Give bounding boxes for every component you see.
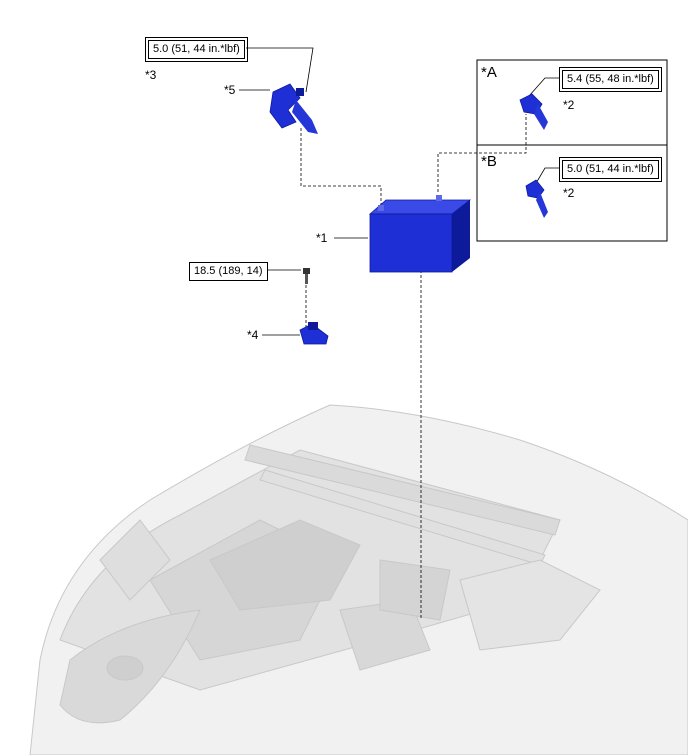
detail-label-b: *B (481, 153, 497, 170)
detail-b-terminal (525, 179, 548, 218)
torque-box-a: 5.4 (55, 48 in.*lbf) (559, 67, 662, 92)
callout-4: *4 (247, 328, 259, 342)
detail-frame (476, 59, 668, 242)
callout-1: *1 (316, 231, 328, 245)
callout-3: *3 (145, 68, 157, 82)
dashed-guides (300, 114, 527, 620)
engine-bay-illustration (29, 404, 688, 755)
positive-terminal-part (269, 83, 318, 134)
detail-a-terminal (519, 93, 548, 130)
bolt-part (303, 268, 310, 284)
detail-label-a: *A (481, 64, 497, 81)
callout-5: *5 (224, 83, 236, 97)
torque-box-b: 5.0 (51, 44 in.*lbf) (559, 157, 662, 182)
callout-2-a: *2 (563, 98, 575, 112)
callout-2-b: *2 (563, 186, 575, 200)
battery (368, 195, 472, 273)
torque-box-5: 5.0 (51, 44 in.*lbf) (145, 37, 248, 62)
leader-lines (239, 47, 560, 336)
battery-clamp-part (299, 322, 329, 345)
torque-box-4: 18.5 (189, 14) (189, 262, 268, 281)
